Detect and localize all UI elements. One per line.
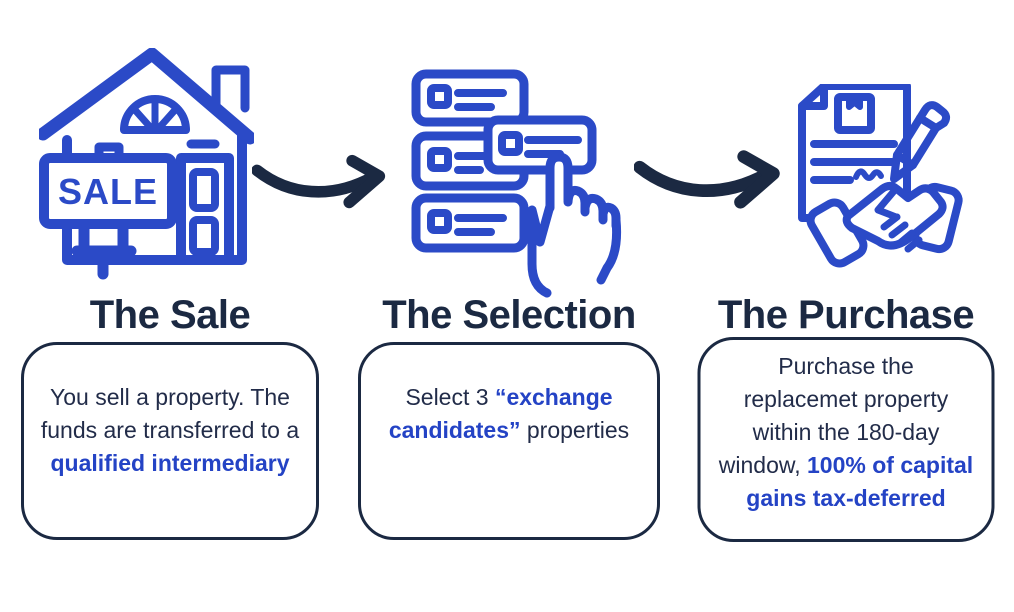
pencil — [890, 101, 951, 183]
listing-card — [411, 193, 529, 253]
step-title: The Sale — [89, 293, 251, 337]
listings-select-svg — [411, 69, 622, 298]
sign-posts — [71, 218, 137, 280]
sale-sign — [39, 153, 177, 229]
listing-card — [411, 69, 529, 127]
sale-sign-label: SALE — [58, 171, 158, 212]
property-listings-select-icon — [406, 60, 626, 300]
description-box: Purchase the replacemet property within … — [697, 337, 995, 542]
flow-arrow-icon — [634, 146, 794, 216]
description-box: Select 3 “exchange candidates” propertie… — [358, 342, 660, 540]
step-column-selection: The Selection Select 3 “exchange candida… — [340, 0, 678, 612]
description-box: You sell a property. The funds are trans… — [21, 342, 319, 540]
description-text: Select 3 “exchange candidates” propertie… — [388, 384, 630, 443]
house-door — [176, 153, 234, 265]
chimney — [211, 65, 250, 115]
step-title: The Selection — [382, 293, 636, 337]
description-text: You sell a property. The funds are trans… — [40, 384, 300, 476]
house-sale-svg: SALE — [39, 48, 254, 280]
signature-squiggle — [853, 168, 884, 181]
handshake — [806, 182, 963, 268]
flow-arrow-icon — [252, 151, 398, 215]
contract-signing-handshake-icon — [794, 84, 964, 289]
house-for-sale-icon: SALE — [39, 48, 254, 288]
fan-window — [120, 95, 190, 134]
step-column-purchase: The Purchase Purchase the replacemet pro… — [678, 0, 1014, 612]
description-text: Purchase the replacemet property within … — [718, 353, 974, 511]
package-glyph — [834, 93, 875, 134]
pointing-hand — [527, 152, 622, 298]
step-column-sale: SALE The Sale You sell a property. The f… — [0, 0, 340, 612]
document-lines — [810, 140, 898, 184]
contract-svg — [798, 84, 963, 268]
step-title: The Purchase — [717, 293, 975, 337]
